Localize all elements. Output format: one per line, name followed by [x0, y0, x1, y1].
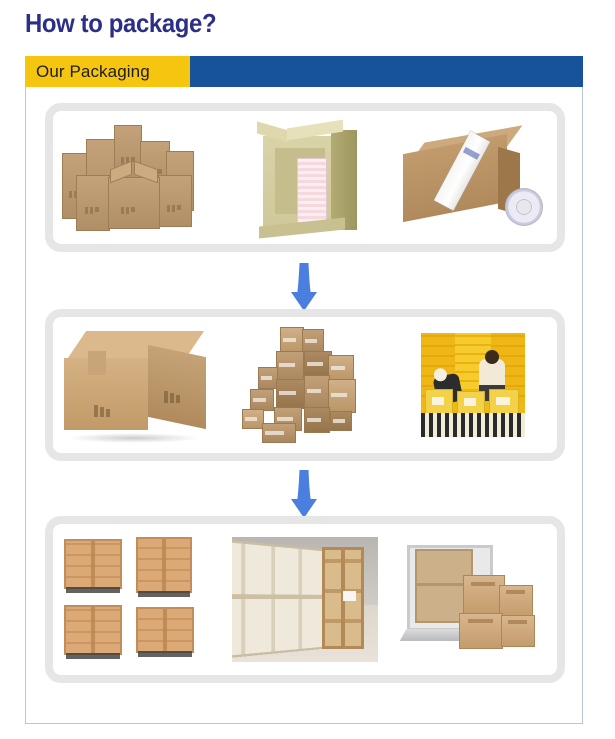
warehouse-packing-line-photo [389, 317, 557, 453]
container-loading-image [389, 524, 557, 675]
container-loading-art [399, 541, 543, 659]
open-carton-art [253, 119, 357, 239]
page-title: How to package? [25, 8, 217, 38]
down-arrow-2 [290, 469, 318, 519]
tab-label: Our Packaging [36, 61, 150, 81]
content-panel [25, 87, 583, 724]
tab-our-packaging[interactable]: Our Packaging [25, 56, 190, 87]
wooden-crate-row-photo [221, 524, 389, 675]
packaging-step-1 [45, 103, 565, 252]
carton-stack-image [221, 317, 389, 453]
wooden-crates-art [62, 537, 212, 662]
sealed-carton-with-tape-roll-image [389, 111, 557, 244]
crate-row-photo-art [232, 537, 378, 662]
down-arrow-1 [290, 262, 318, 312]
packaging-step-2 [45, 309, 565, 461]
warehouse-photo-art [421, 333, 525, 437]
kraft-carton-pile-image [53, 111, 221, 244]
wooden-crates-grid-image [53, 524, 221, 675]
single-large-carton-image [53, 317, 221, 453]
packaging-step-3 [45, 516, 565, 683]
single-large-carton-art [64, 331, 210, 443]
kraft-carton-pile-art [62, 123, 212, 233]
sealed-carton-art [403, 124, 543, 226]
carton-stack-art [240, 325, 370, 445]
open-carton-with-filler-image [221, 111, 389, 244]
